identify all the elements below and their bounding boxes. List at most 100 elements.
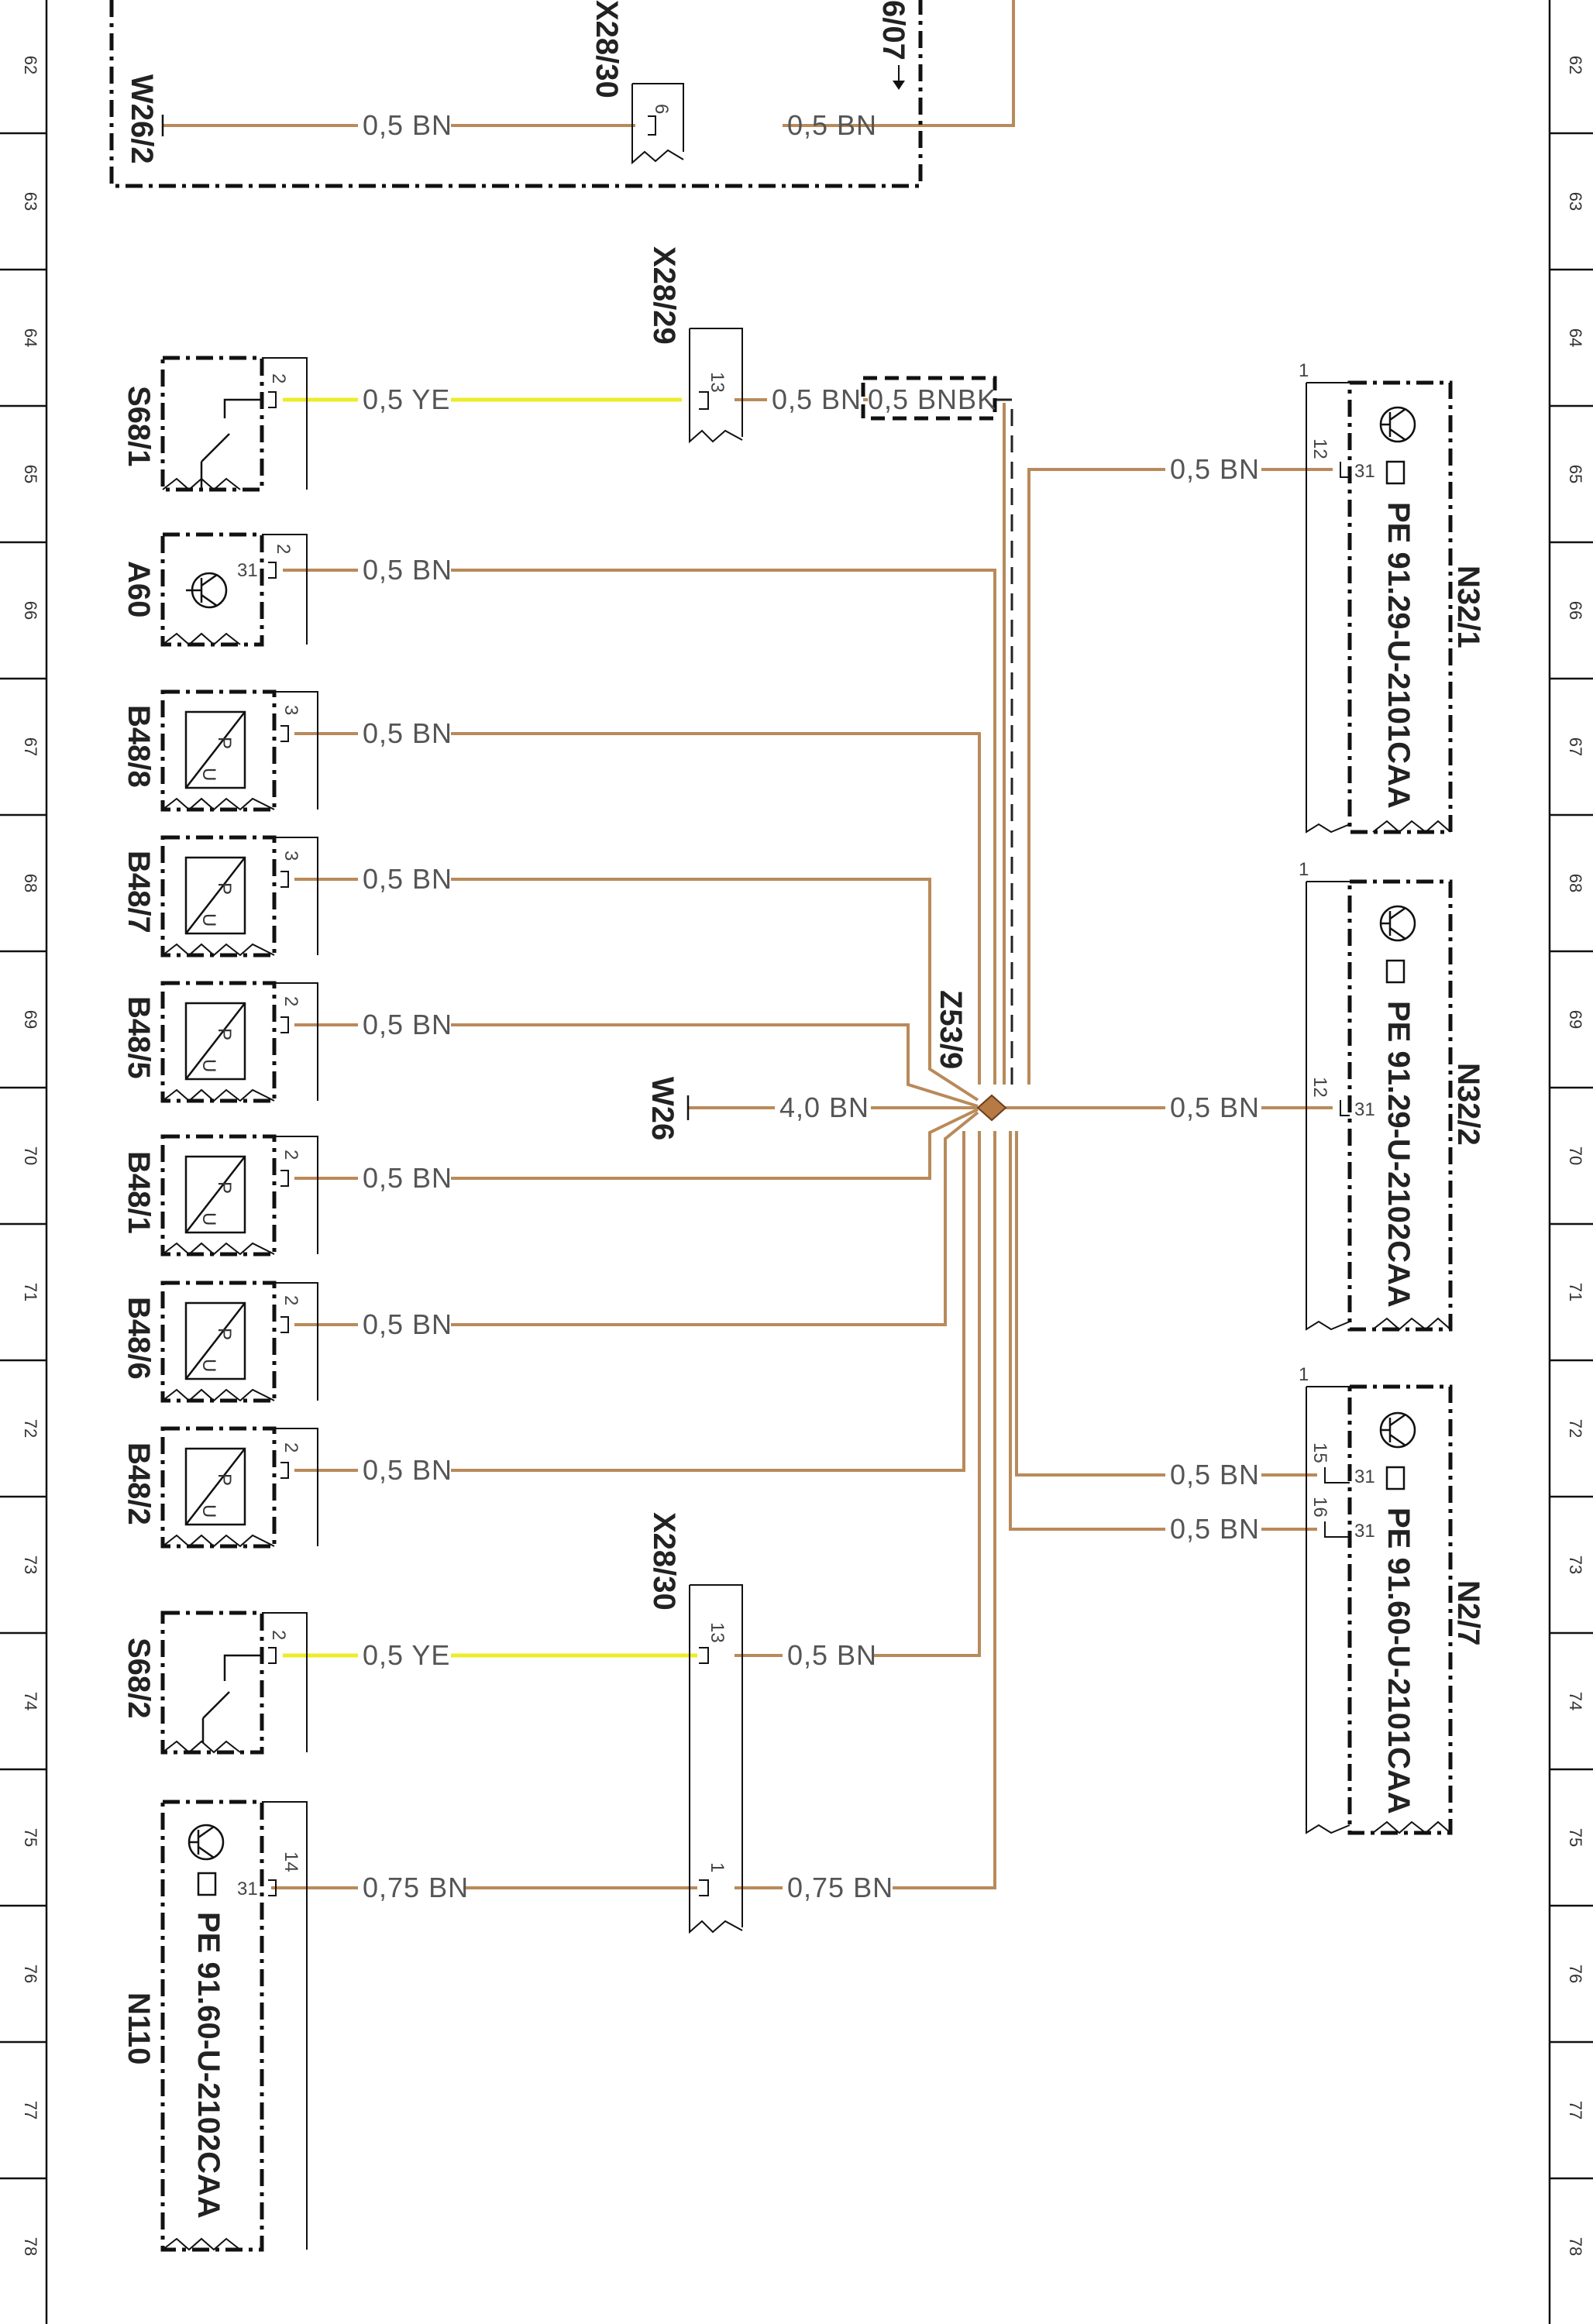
- svg-text:U: U: [198, 1212, 219, 1226]
- wire-label: 0,5 BN: [363, 1308, 452, 1340]
- grid-number: 75: [1566, 1828, 1585, 1847]
- svg-text:31: 31: [1354, 1466, 1375, 1487]
- w26-2-block: [109, 0, 923, 188]
- svg-text:2: 2: [280, 1442, 301, 1452]
- grid-number: 71: [21, 1283, 40, 1301]
- svg-text:3: 3: [280, 851, 301, 861]
- wire-label: 0,5 BN: [1170, 1513, 1260, 1545]
- svg-text:13: 13: [707, 1622, 728, 1643]
- svg-text:1: 1: [1299, 1364, 1309, 1385]
- grid-number: 74: [1566, 1692, 1585, 1710]
- s68-1-block: [160, 356, 308, 492]
- svg-text:U: U: [198, 1359, 219, 1372]
- svg-text:1: 1: [1299, 859, 1309, 880]
- switch-icon: [200, 398, 262, 488]
- wire-label: 0,5 BN: [363, 1454, 452, 1486]
- part-number-n110: PE 91.60-U-2102CAA: [191, 1912, 225, 2219]
- grid-number: 69: [21, 1010, 40, 1029]
- wire-label: 0,5 BNBK: [868, 383, 996, 415]
- label-w26-2: W26/2: [125, 74, 159, 164]
- part-number-n2-7: PE 91.60-U-2101CAA: [1381, 1508, 1416, 1814]
- x28-29-connector: [689, 328, 743, 444]
- part-number-n32-2: PE 91.29-U-2102CAA: [1381, 1001, 1416, 1308]
- grid-number: 70: [1566, 1147, 1585, 1165]
- wire-label: 0,5 BN: [363, 554, 452, 586]
- grid-number: 67: [1566, 737, 1585, 756]
- svg-text:2: 2: [280, 1295, 301, 1305]
- grid-number: 64: [1566, 328, 1585, 347]
- svg-text:3: 3: [280, 705, 301, 715]
- grid-number: 78: [21, 2237, 40, 2256]
- n110-block: [160, 1800, 308, 2252]
- hand-pointer-icon: [1385, 1466, 1405, 1490]
- sensor-pu-icon: PU: [160, 1426, 318, 1549]
- grid-number: 75: [21, 1828, 40, 1847]
- x28-30-connector: [689, 1584, 743, 1934]
- svg-text:P: P: [214, 737, 235, 749]
- wire-label: 0,75 BN: [787, 1872, 893, 1903]
- grid-number: 72: [1566, 1419, 1585, 1438]
- svg-text:31: 31: [237, 1879, 258, 1899]
- svg-text:12: 12: [1309, 438, 1330, 459]
- transistor-icon: [186, 572, 228, 609]
- grid-number: 76: [1566, 1965, 1585, 1983]
- grid-number: 71: [1566, 1283, 1585, 1301]
- grid-number: 72: [21, 1419, 40, 1438]
- label-n2-7: N2/7: [1451, 1580, 1485, 1646]
- svg-text:1: 1: [1299, 360, 1309, 381]
- n2-7-block: [1306, 1384, 1453, 1835]
- label-n32-1: N32/1: [1451, 566, 1485, 648]
- hand-pointer-icon: [1385, 460, 1405, 485]
- component-labels: W26/2 X28/30 6/07 X28/29 S68/1 A60 B48/8…: [122, 0, 1485, 2064]
- grid-number: 77: [1566, 2101, 1585, 2119]
- wire-label: 0,5 YE: [363, 1639, 450, 1671]
- label-s68-2: S68/2: [122, 1638, 156, 1719]
- n32-1-block: [1306, 380, 1453, 834]
- svg-text:14: 14: [280, 1851, 301, 1872]
- svg-text:U: U: [198, 768, 219, 781]
- hand-pointer-icon: [197, 1872, 217, 1896]
- a60-block: [160, 532, 308, 647]
- label-b48-5: B48/5: [122, 996, 156, 1079]
- svg-text:2: 2: [280, 1150, 301, 1160]
- wire-label: 0,5 BN: [1170, 1092, 1260, 1123]
- wire-label: 0,5 BN: [1170, 453, 1260, 485]
- label-z53-9: Z53/9: [934, 990, 968, 1069]
- svg-text:2: 2: [280, 996, 301, 1006]
- label-ref: 6/07: [876, 0, 910, 60]
- label-w26: W26: [645, 1077, 680, 1140]
- svg-text:P: P: [214, 1181, 235, 1194]
- svg-text:16: 16: [1309, 1497, 1330, 1518]
- grid-number: 66: [1566, 601, 1585, 620]
- svg-text:2: 2: [268, 1630, 289, 1640]
- label-b48-6: B48/6: [122, 1297, 156, 1380]
- label-b48-2: B48/2: [122, 1442, 156, 1525]
- transistor-icon: [1379, 905, 1416, 942]
- wire-label: 0,75 BN: [363, 1872, 469, 1903]
- svg-text:31: 31: [1354, 1099, 1375, 1120]
- grid-number: 69: [1566, 1010, 1585, 1029]
- wire-label: 0,5 BN: [363, 717, 452, 749]
- svg-text:12: 12: [1309, 1077, 1330, 1098]
- label-n110: N110: [122, 1992, 156, 2064]
- grid-number: 78: [1566, 2237, 1585, 2256]
- grid-number: 62: [1566, 56, 1585, 74]
- wire-label: 0,5 BN: [363, 863, 452, 895]
- wire-label: 0,5 BN: [1170, 1459, 1260, 1490]
- svg-text:P: P: [214, 1473, 235, 1486]
- grid-number: 68: [1566, 874, 1585, 892]
- wire-label: 4,0 BN: [779, 1092, 869, 1123]
- grid-number: 65: [1566, 465, 1585, 483]
- grid-number: 68: [21, 874, 40, 892]
- wire-label: 0,5 BN: [363, 1162, 452, 1194]
- bnbk-box: [861, 376, 997, 421]
- grid-number: 66: [21, 601, 40, 620]
- grid-number: 73: [1566, 1556, 1585, 1574]
- switch-icon: [201, 1654, 262, 1743]
- wire-label: 0,5 BN: [363, 1009, 452, 1040]
- svg-text:31: 31: [1354, 1521, 1375, 1542]
- part-number-n32-1: PE 91.29-U-2101CAA: [1381, 502, 1416, 809]
